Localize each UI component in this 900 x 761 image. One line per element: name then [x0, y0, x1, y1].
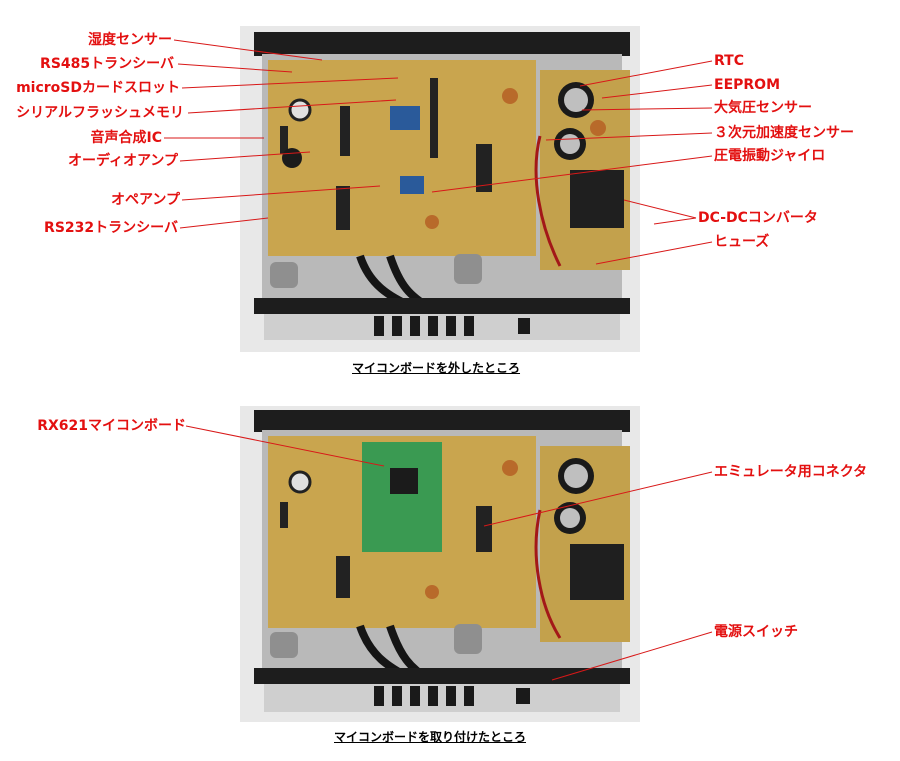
label-opamp: オペアンプ	[110, 192, 180, 208]
label-rs485-transceiver: RS485トランシーバ	[40, 56, 174, 72]
label-rx621-board: RX621マイコンボード	[37, 418, 186, 434]
label-barometric-sensor: 大気圧センサー	[714, 100, 812, 116]
label-eeprom: EEPROM	[714, 77, 781, 93]
label-emulator-connector: エミュレータ用コネクタ	[714, 464, 868, 480]
top-caption: マイコンボードを外したところ	[352, 361, 521, 375]
bottom-caption: マイコンボードを取り付けたところ	[334, 730, 527, 744]
label-voice-synth-ic: 音声合成IC	[90, 130, 162, 146]
bottom-pcb-photo	[240, 406, 640, 722]
label-power-switch: 電源スイッチ	[714, 624, 798, 640]
label-dcdc-converter: DC-DCコンバータ	[698, 210, 818, 226]
label-microsd-slot: microSDカードスロット	[16, 80, 180, 96]
label-rtc: RTC	[714, 53, 744, 69]
label-rs232-transceiver: RS232トランシーバ	[44, 220, 178, 236]
label-serial-flash: シリアルフラッシュメモリ	[16, 105, 184, 121]
label-piezo-gyro: 圧電振動ジャイロ	[714, 148, 826, 164]
label-3axis-accelerometer: ３次元加速度センサー	[714, 125, 854, 141]
top-pcb-photo	[240, 26, 640, 352]
label-humidity-sensor: 湿度センサー	[88, 32, 172, 48]
label-audio-amp: オーディオアンプ	[67, 153, 178, 169]
label-fuse: ヒューズ	[714, 234, 770, 250]
